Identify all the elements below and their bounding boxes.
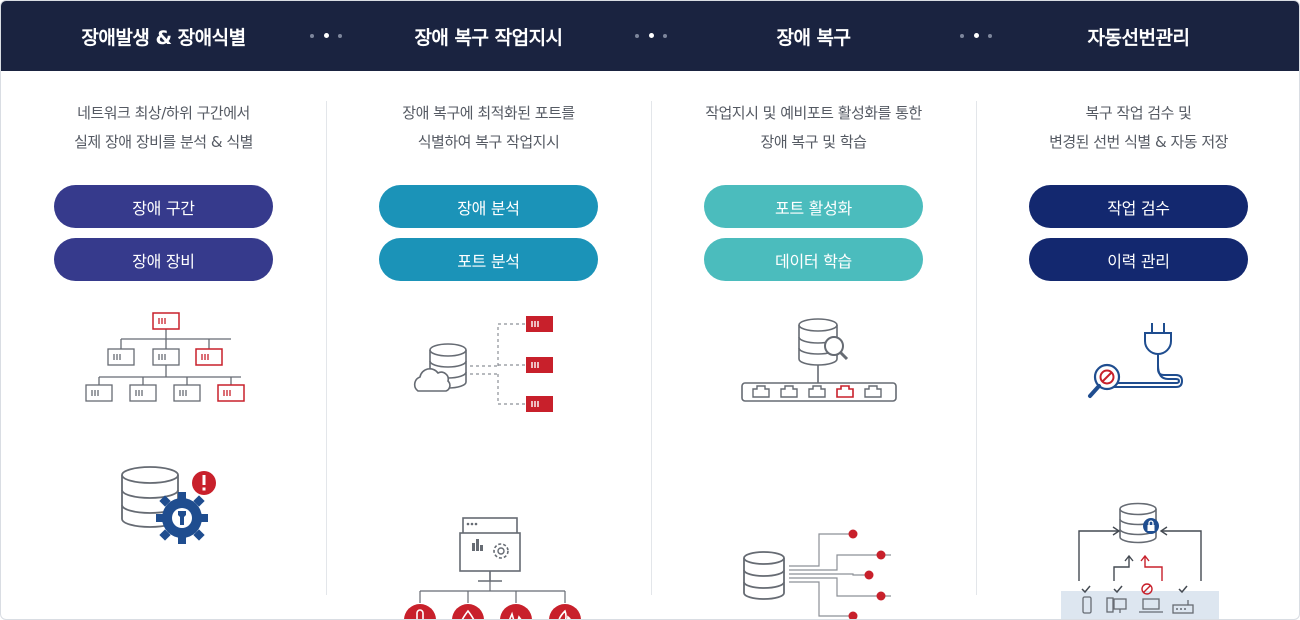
step4-description: 복구 작업 검수 및 변경된 선번 식별 & 자동 저장 xyxy=(976,99,1299,157)
work-inspection-button[interactable]: 작업 검수 xyxy=(1029,185,1248,228)
step2-column: 장애 복구에 최적화된 포트를 식별하여 복구 작업지시 장애 분석 포트 분석 xyxy=(326,71,651,619)
step3-title: 장애 복구 xyxy=(776,26,851,49)
step3-column: 작업지시 및 예비포트 활성화를 통한 장애 복구 및 학습 포트 활성화 데이… xyxy=(651,71,976,619)
history-management-button[interactable]: 이력 관리 xyxy=(1029,238,1248,281)
fault-analysis-button[interactable]: 장애 분석 xyxy=(379,185,598,228)
monitor-sensors-icon xyxy=(404,517,581,619)
fault-device-button[interactable]: 장애 장비 xyxy=(54,238,273,281)
step2-desc-line1: 장애 복구에 최적화된 포트를 xyxy=(402,104,575,122)
step1-desc-line2: 실제 장애 장비를 분석 & 식별 xyxy=(74,133,253,151)
cloud-database-ports-icon xyxy=(413,316,553,412)
column-divider xyxy=(976,101,977,595)
step2-description: 장애 복구에 최적화된 포트를 식별하여 복구 작업지시 xyxy=(326,99,651,157)
step-connector-dots xyxy=(306,31,346,41)
step4-column: 복구 작업 검수 및 변경된 선번 식별 & 자동 저장 작업 검수 이력 관리 xyxy=(976,71,1299,619)
database-gear-alert-icon xyxy=(121,466,216,544)
port-activation-button[interactable]: 포트 활성화 xyxy=(704,185,923,228)
step4-desc-line1: 복구 작업 검수 및 xyxy=(1085,104,1192,122)
step1-desc-line1: 네트워크 최상/하위 구간에서 xyxy=(77,104,250,122)
step3-description: 작업지시 및 예비포트 활성화를 통한 장애 복구 및 학습 xyxy=(651,99,976,157)
step-connector-dots xyxy=(956,31,996,41)
step3-desc-line2: 장애 복구 및 학습 xyxy=(760,133,867,151)
database-outputs-icon xyxy=(743,529,891,619)
database-search-switch-icon xyxy=(741,318,897,402)
network-tree-fault-icon xyxy=(85,312,245,402)
data-learning-button[interactable]: 데이터 학습 xyxy=(704,238,923,281)
database-lock-devices-icon xyxy=(1061,502,1219,619)
step4-title: 자동선번관리 xyxy=(1087,26,1190,49)
step1-column: 네트워크 최상/하위 구간에서 실제 장애 장비를 분석 & 식별 장애 구간 … xyxy=(1,71,326,619)
step2-title: 장애 복구 작업지시 xyxy=(414,26,563,49)
step3-desc-line1: 작업지시 및 예비포트 활성화를 통한 xyxy=(705,104,922,122)
plug-search-block-icon xyxy=(1088,323,1184,398)
port-analysis-button[interactable]: 포트 분석 xyxy=(379,238,598,281)
step-connector-dots xyxy=(631,31,671,41)
header-bar: 장애발생 & 장애식별 장애 복구 작업지시 장애 복구 자동선번관리 xyxy=(1,1,1299,71)
step1-description: 네트워크 최상/하위 구간에서 실제 장애 장비를 분석 & 식별 xyxy=(1,99,326,157)
step4-desc-line2: 변경된 선번 식별 & 자동 저장 xyxy=(1049,133,1228,151)
fault-section-button[interactable]: 장애 구간 xyxy=(54,185,273,228)
column-divider xyxy=(326,101,327,595)
step1-title: 장애발생 & 장애식별 xyxy=(81,26,246,49)
column-divider xyxy=(651,101,652,595)
step2-desc-line2: 식별하여 복구 작업지시 xyxy=(417,133,560,151)
